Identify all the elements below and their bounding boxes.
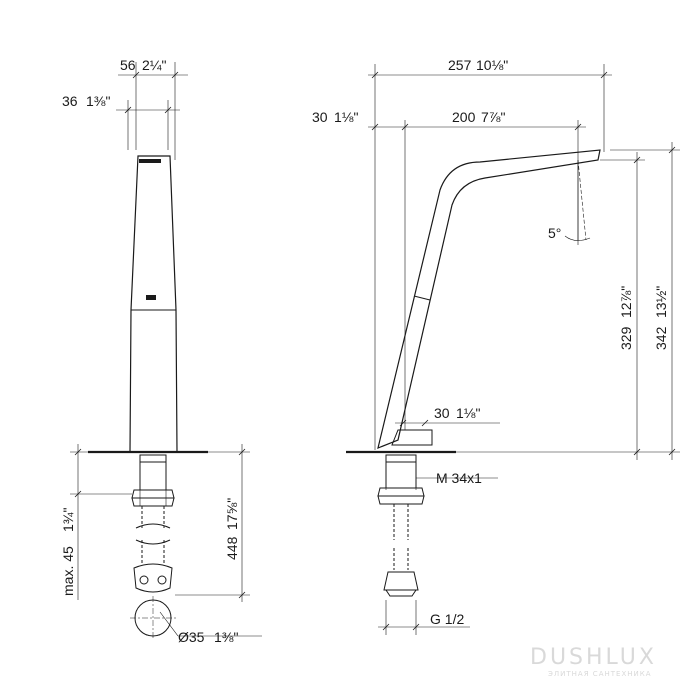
dim-lever-clearance: 30	[434, 405, 450, 421]
front-view	[70, 62, 262, 640]
dim-height-outlet-inch: 12⅞"	[618, 286, 634, 318]
dim-deck-thickness-inch: 1¾"	[60, 508, 76, 532]
dim-base-offset: 30	[312, 109, 328, 125]
dim-hole-diameter-inch: 1⅜"	[214, 629, 238, 645]
dim-below-deck: 448	[224, 536, 240, 560]
dim-width-overall: 56	[120, 57, 136, 73]
dim-deck-thickness: max. 45	[60, 546, 76, 596]
watermark-tagline: ЭЛИТНАЯ САНТЕХНИКА	[548, 670, 652, 678]
dim-height-overall-inch: 13½"	[653, 286, 669, 318]
dim-angle: 5°	[548, 225, 561, 241]
dim-thread: M 34x1	[436, 470, 482, 486]
dim-connection: G 1/2	[430, 611, 464, 627]
watermark-brand: DUSHLUX	[530, 645, 657, 670]
dim-below-deck-inch: 17⅝"	[224, 498, 240, 530]
dim-hole-diameter: Ø35	[178, 629, 205, 645]
dim-width-overall-inch: 2¼"	[142, 57, 166, 73]
dim-width-body: 36	[62, 93, 78, 109]
dim-width-body-inch: 1⅜"	[86, 93, 110, 109]
dim-reach-spout: 200	[452, 109, 476, 125]
dim-lever-clearance-inch: 1⅛"	[456, 405, 480, 421]
dim-base-offset-inch: 1⅛"	[334, 109, 358, 125]
dim-reach-overall-inch: 10⅛"	[476, 57, 508, 73]
dim-reach-overall: 257	[448, 57, 472, 73]
dim-height-overall: 342	[653, 326, 669, 350]
side-view	[346, 64, 680, 635]
dim-height-outlet: 329	[618, 326, 634, 350]
dim-reach-spout-inch: 7⅞"	[481, 109, 505, 125]
